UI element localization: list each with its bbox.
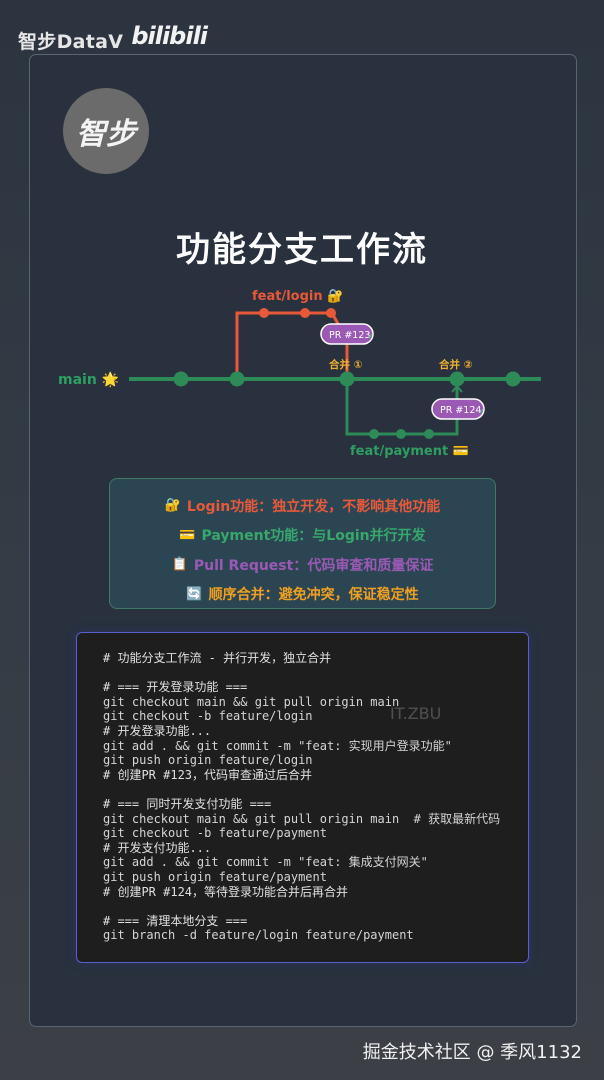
code-line: # === 同时开发支付功能 === bbox=[103, 796, 272, 811]
footer-credit: 掘金技术社区 @ 季风1132 bbox=[362, 1042, 582, 1063]
check-icon: ✓ bbox=[478, 407, 486, 417]
login-commit bbox=[300, 308, 310, 318]
code-line: # === 开发登录功能 === bbox=[103, 680, 248, 695]
brand-name: 智步DataV bbox=[18, 30, 124, 53]
code-line: # 功能分支工作流 - 并行开发，独立合并 bbox=[103, 651, 332, 665]
legend-item-payment: 💳 Payment功能：与Login并行开发 bbox=[110, 521, 495, 551]
merge-label-2: 合并 ② bbox=[438, 358, 473, 371]
watermark: IT.ZBU bbox=[390, 704, 442, 723]
code-line: git add . && git commit -m "feat: 集成支付网关… bbox=[103, 855, 428, 870]
check-icon: ✓ bbox=[367, 332, 375, 342]
login-commit bbox=[326, 308, 336, 318]
clipboard-icon: 📋 bbox=[171, 557, 188, 573]
pr-123-badge: PR #123 ✓ bbox=[320, 323, 375, 345]
code-line: git checkout -b feature/login bbox=[103, 709, 313, 724]
code-line: git branch -d feature/login feature/paym… bbox=[103, 928, 414, 943]
credit-card-icon: 💳 bbox=[179, 527, 196, 543]
code-line bbox=[103, 782, 528, 797]
code-line: git checkout main && git pull origin mai… bbox=[103, 694, 400, 709]
legend-item-merge: 🔄 顺序合并：避免冲突，保证稳定性 bbox=[110, 580, 495, 610]
main-branch-label: main 🌟 bbox=[58, 371, 119, 388]
code-line: # === 清理本地分支 === bbox=[103, 913, 248, 928]
code-line: git checkout main && git pull origin mai… bbox=[103, 811, 501, 826]
payment-commit bbox=[424, 429, 434, 439]
code-line: # 创建PR #123，代码审查通过后合并 bbox=[103, 767, 313, 782]
code-line: git checkout -b feature/payment bbox=[103, 826, 327, 841]
pr-123-label: PR #123 bbox=[329, 330, 370, 341]
legend-text: Payment功能：与Login并行开发 bbox=[201, 528, 426, 545]
lock-icon: 🔐 bbox=[164, 498, 181, 514]
code-line: git add . && git commit -m "feat: 实现用户登录… bbox=[103, 738, 452, 753]
legend-text: Login功能：独立开发，不影响其他功能 bbox=[186, 498, 441, 515]
payment-branch-label: feat/payment 💳 bbox=[350, 444, 469, 459]
legend-item-login: 🔐 Login功能：独立开发，不影响其他功能 bbox=[110, 491, 495, 521]
refresh-icon: 🔄 bbox=[186, 586, 203, 602]
code-line: git push origin feature/payment bbox=[103, 869, 327, 884]
payment-commit bbox=[396, 429, 406, 439]
legend-box: 🔐 Login功能：独立开发，不影响其他功能 💳 Payment功能：与Logi… bbox=[109, 478, 496, 609]
login-branch-label: feat/login 🔐 bbox=[252, 289, 343, 304]
code-block: # 功能分支工作流 - 并行开发，独立合并 # === 开发登录功能 === g… bbox=[76, 632, 529, 963]
code-line bbox=[103, 666, 528, 681]
code-line: # 开发登录功能... bbox=[103, 723, 212, 738]
login-commit bbox=[259, 308, 269, 318]
merge-commit-1 bbox=[339, 371, 355, 387]
code-line: # 创建PR #124，等待登录功能合并后再合并 bbox=[103, 884, 349, 899]
merge-commit-2 bbox=[449, 371, 465, 387]
main-commit bbox=[173, 371, 189, 387]
code-line: # 开发支付功能... bbox=[103, 840, 212, 855]
badge-avatar: 智步 bbox=[63, 88, 149, 174]
code-line bbox=[103, 899, 528, 914]
legend-text: 顺序合并：避免冲突，保证稳定性 bbox=[208, 587, 419, 604]
page-title: 功能分支工作流 bbox=[176, 230, 428, 270]
brand: 智步DataV bilibili bbox=[18, 22, 208, 54]
legend-item-pr: 📋 Pull Request：代码审查和质量保证 bbox=[110, 550, 495, 580]
bilibili-logo: bilibili bbox=[131, 22, 208, 50]
main-commit bbox=[505, 371, 521, 387]
payment-commit bbox=[369, 429, 379, 439]
merge-label-1: 合并 ① bbox=[328, 358, 363, 371]
code-line: git push origin feature/login bbox=[103, 753, 313, 768]
branch-diagram: main 🌟 feat/login 🔐 feat/payment 💳 合并 ① … bbox=[58, 289, 541, 459]
pr-124-badge: PR #124 ✓ bbox=[431, 398, 486, 420]
legend-text: Pull Request：代码审查和质量保证 bbox=[193, 557, 434, 574]
pr-124-label: PR #124 bbox=[440, 405, 481, 416]
main-commit bbox=[229, 371, 245, 387]
